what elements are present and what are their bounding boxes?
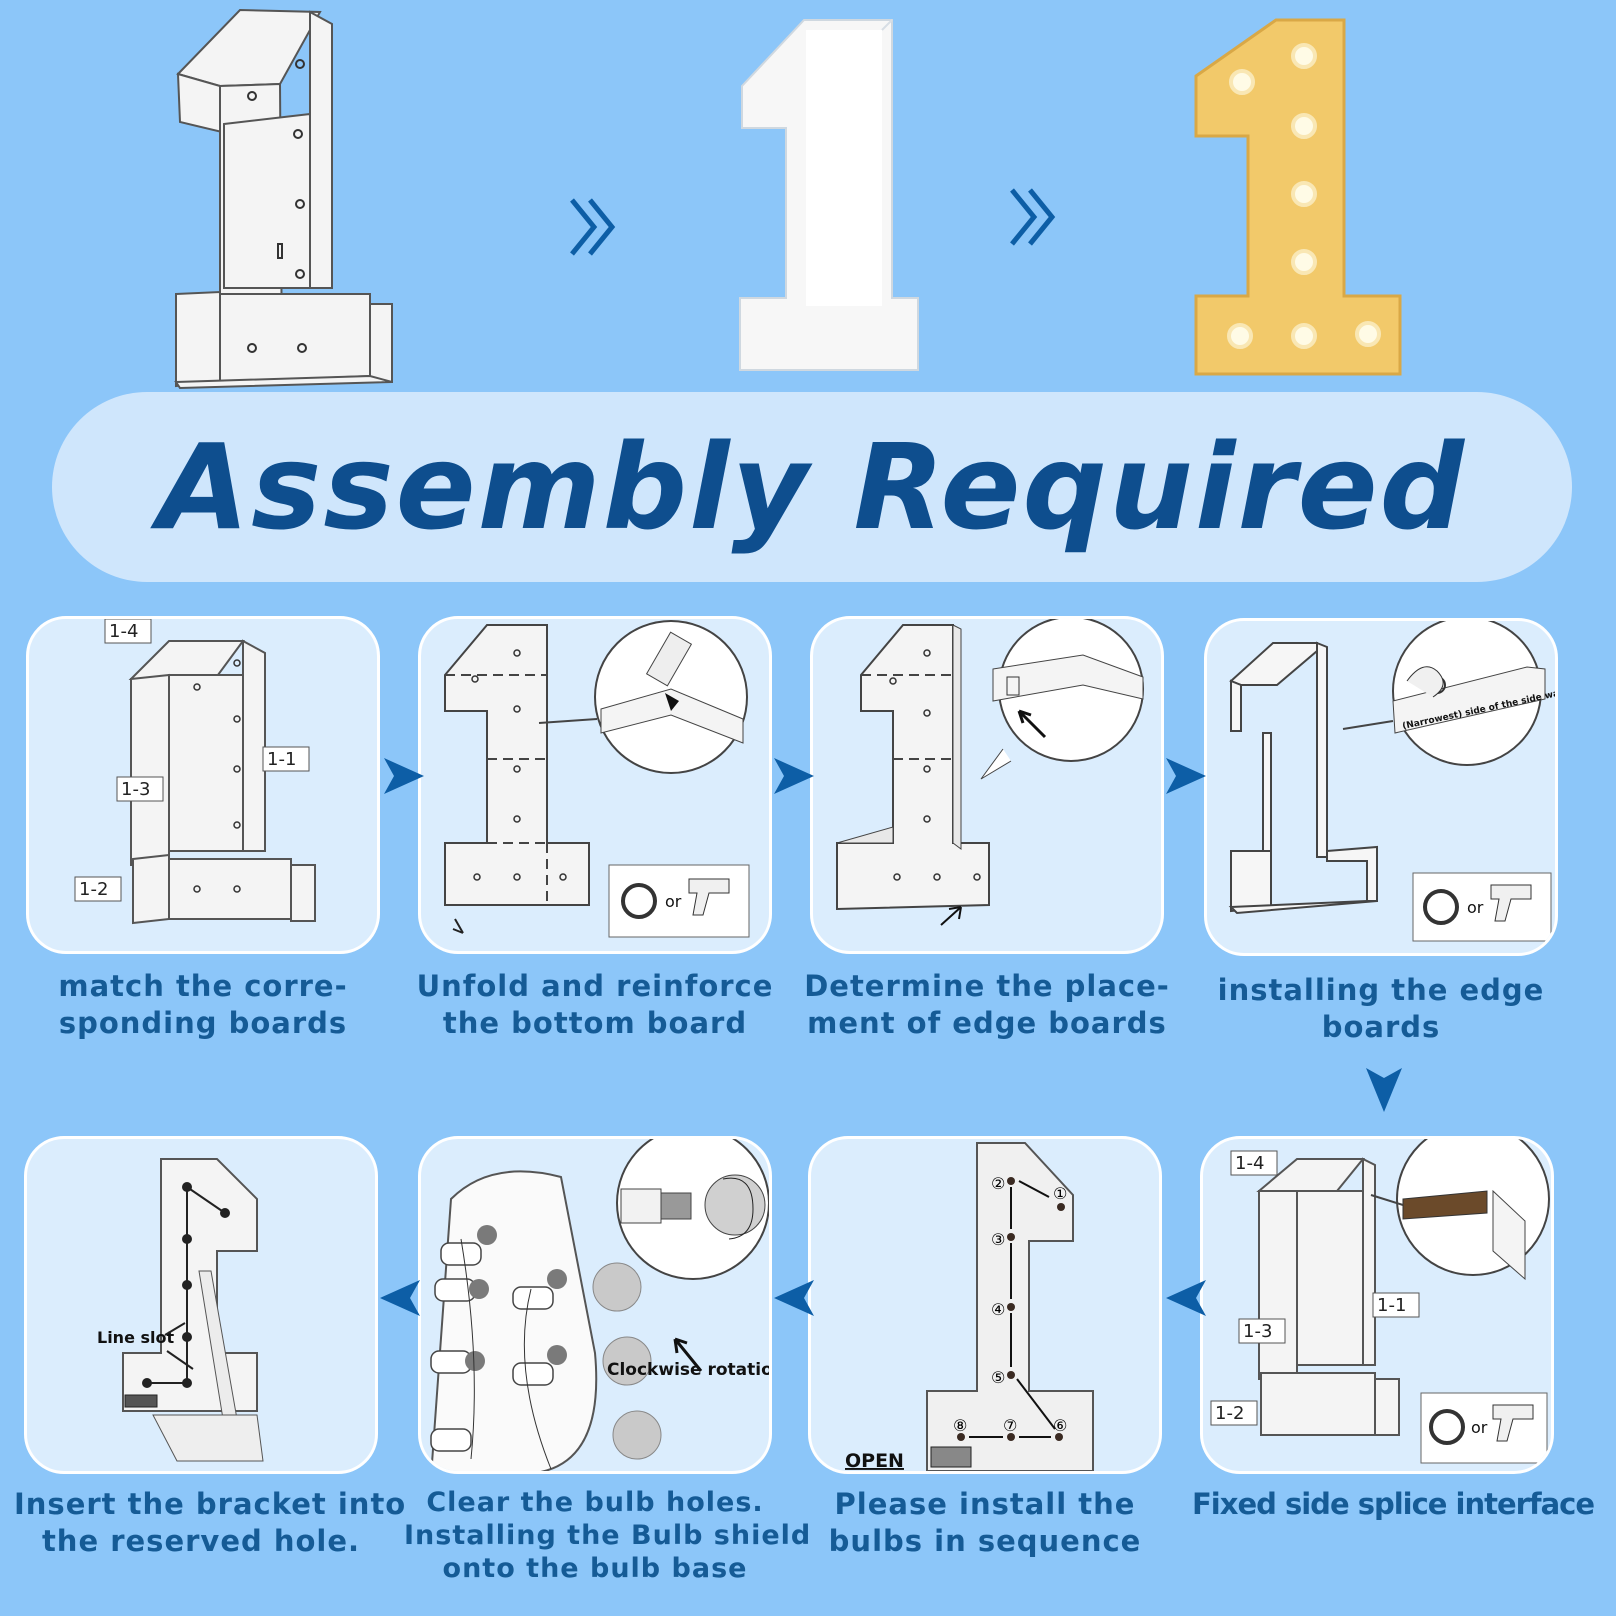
title-banner xyxy=(52,392,1572,582)
board-label-1-1: 1-1 xyxy=(267,749,296,770)
step-8-illustration: Line slot xyxy=(97,1158,264,1462)
board-label-1-3: 1-3 xyxy=(121,779,150,800)
tool-or-text: or xyxy=(665,892,682,911)
page-title: Assembly Required xyxy=(157,418,1467,556)
tool-or-text: or xyxy=(1471,1418,1488,1437)
right-arrow-icon xyxy=(774,758,814,794)
tool-or-text: or xyxy=(1467,898,1484,917)
down-arrow-icon xyxy=(1366,1068,1402,1112)
white-number-one-shell-icon xyxy=(739,19,919,371)
left-arrow-icon xyxy=(1166,1280,1206,1316)
step-4-card: (Narrowest) side of the side wall or xyxy=(1204,618,1558,956)
step-7-card: Clockwise rotatio xyxy=(418,1136,772,1474)
rotation-callout: Clockwise rotatio xyxy=(607,1360,772,1380)
line-slot-label: Line slot xyxy=(97,1328,174,1347)
right-arrow-icon xyxy=(384,758,424,794)
step-2-illustration: or xyxy=(444,620,750,938)
step-1-caption: match the corre-sponding boards xyxy=(58,969,348,1040)
left-arrow-icon xyxy=(380,1280,420,1316)
step-6-card: ② ① ③ ④ ⑤ ⑥ ⑦ ⑧ OPEN xyxy=(808,1136,1162,1474)
step-6-illustration: ② ① ③ ④ ⑤ ⑥ ⑦ ⑧ OPEN xyxy=(845,1142,1094,1472)
seq-2: ② xyxy=(991,1174,1005,1193)
double-chevron-icon xyxy=(1010,188,1056,246)
board-label-1-3: 1-3 xyxy=(1243,1321,1272,1342)
seq-4: ④ xyxy=(991,1300,1005,1319)
seq-1: ① xyxy=(1053,1184,1067,1203)
lit-marquee-number-one-icon xyxy=(1194,18,1402,376)
step-3-illustration xyxy=(836,619,1144,926)
step-3-card xyxy=(810,616,1164,954)
board-label-1-2: 1-2 xyxy=(79,879,108,900)
step-7-illustration: Clockwise rotatio xyxy=(430,1139,772,1471)
step-5-card: 1-4 1-1 1-3 1-2 or xyxy=(1200,1136,1554,1474)
seq-7: ⑦ xyxy=(1003,1416,1017,1435)
folded-number-one-icon xyxy=(174,8,393,390)
step-2-card: or xyxy=(418,616,772,954)
seq-8: ⑧ xyxy=(953,1416,967,1435)
step-1-illustration: 1-4 1-1 1-3 1-2 xyxy=(74,619,316,925)
seq-6: ⑥ xyxy=(1053,1416,1067,1435)
board-label-1-4: 1-4 xyxy=(1235,1153,1264,1174)
right-arrow-icon xyxy=(1166,758,1206,794)
seq-5: ⑤ xyxy=(991,1368,1005,1387)
step-7-caption: Clear the bulb holes.Installing the Bulb… xyxy=(404,1487,812,1584)
left-arrow-icon xyxy=(774,1280,814,1316)
board-label-1-1: 1-1 xyxy=(1377,1295,1406,1316)
step-5-illustration: 1-4 1-1 1-3 1-2 or xyxy=(1210,1139,1550,1464)
step-1-card: 1-4 1-1 1-3 1-2 xyxy=(26,616,380,954)
step-5-caption: Fixed side splice interface xyxy=(1192,1487,1595,1521)
board-label-1-4: 1-4 xyxy=(109,621,138,642)
seq-3: ③ xyxy=(991,1230,1005,1249)
step-8-card: Line slot xyxy=(24,1136,378,1474)
board-label-1-2: 1-2 xyxy=(1215,1403,1244,1424)
open-label: OPEN xyxy=(845,1450,904,1472)
step-4-illustration: (Narrowest) side of the side wall or xyxy=(1228,621,1555,942)
step-3-caption: Determine the place-ment of edge boards xyxy=(804,969,1170,1040)
double-chevron-icon xyxy=(570,198,616,256)
